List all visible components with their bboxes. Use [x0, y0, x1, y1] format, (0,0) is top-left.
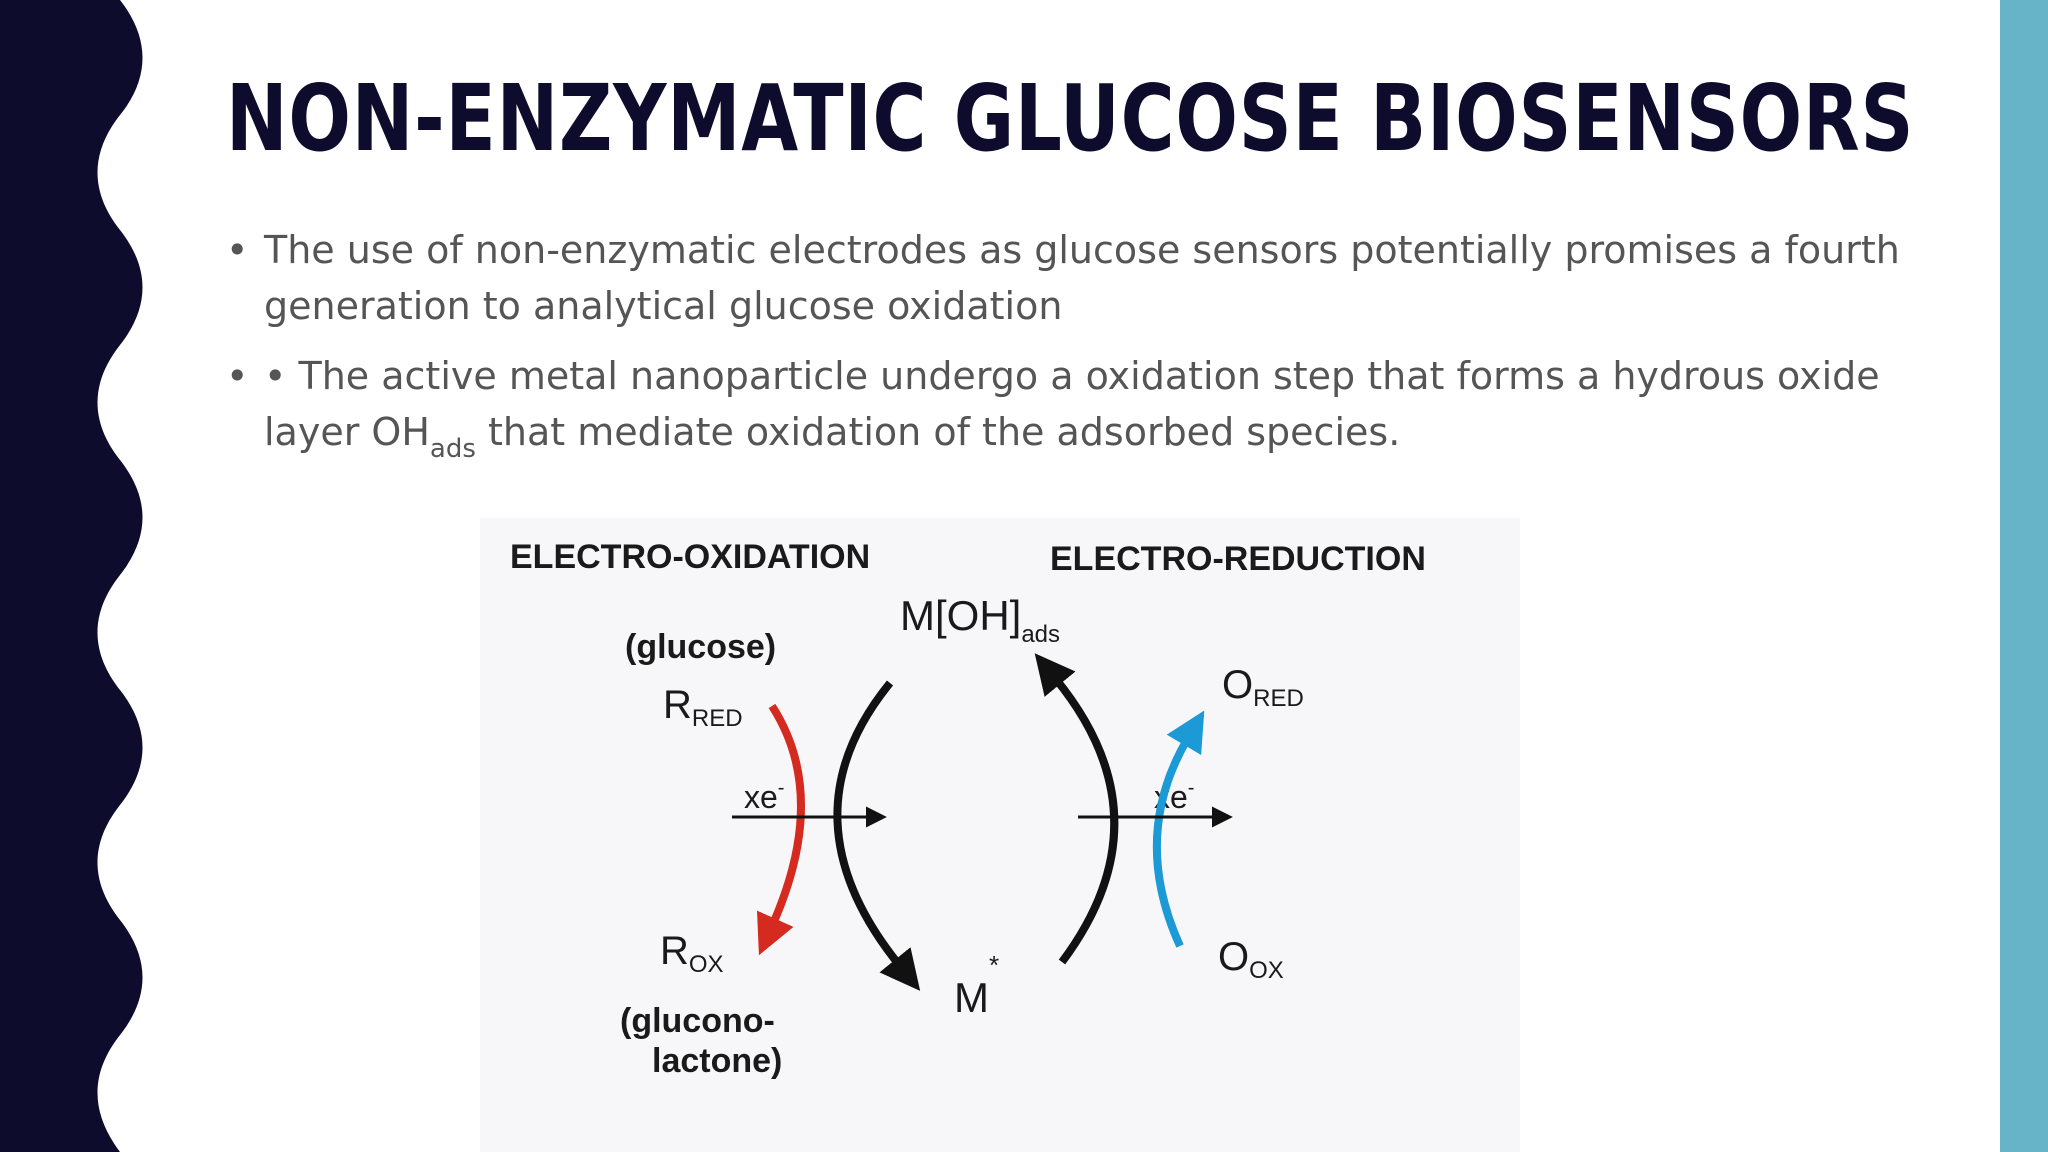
o-ox-label: OOX	[1218, 935, 1284, 984]
oxidation-arrow-red	[756, 703, 805, 956]
left-wave-decoration	[0, 0, 143, 1152]
right-cycle-arrow	[1034, 653, 1119, 965]
reduction-arrow-blue	[1152, 710, 1205, 948]
gluconolactone-label-line2: lactone)	[652, 1042, 782, 1080]
gluconolactone-label-line1: (glucono-	[620, 1002, 775, 1040]
bullet-text-end: that mediate oxidation of the adsorbed s…	[475, 410, 1401, 454]
diagram-background	[480, 518, 1520, 1152]
o-red-label: ORED	[1222, 663, 1304, 712]
electro-oxidation-heading: ELECTRO-OXIDATION	[510, 538, 870, 576]
bullet-dot: •	[226, 228, 249, 272]
r-ox-label: ROX	[660, 929, 724, 978]
glucose-label: (glucose)	[625, 628, 776, 666]
electro-reduction-heading: ELECTRO-REDUCTION	[1050, 540, 1426, 578]
r-red-label: RRED	[663, 683, 743, 732]
right-accent-bar	[2000, 0, 2048, 1152]
bullet-list: • The use of non-enzymatic electrodes as…	[226, 222, 1906, 474]
bullet-text: The use of non-enzymatic electrodes as g…	[264, 228, 1900, 328]
bullet-item: • The use of non-enzymatic electrodes as…	[226, 222, 1906, 334]
m-star-label: M*	[954, 950, 999, 1021]
bullet-subscript: ads	[429, 434, 476, 464]
slide-title: NON-ENZYMATIC GLUCOSE BIOSENSORS	[226, 65, 1915, 172]
bullet-item: • • The active metal nanoparticle underg…	[226, 348, 1906, 462]
bullet-text: • The active metal nanoparticle undergo …	[264, 354, 1880, 454]
electron-transfer-left: xe-	[744, 777, 784, 815]
electro-oxidation-reduction-diagram: ELECTRO-OXIDATION ELECTRO-REDUCTION (glu…	[480, 518, 1520, 1152]
bullet-dot: •	[226, 354, 249, 398]
left-cycle-arrow	[833, 680, 921, 991]
m-oh-ads-label: M[OH]ads	[900, 592, 1060, 648]
